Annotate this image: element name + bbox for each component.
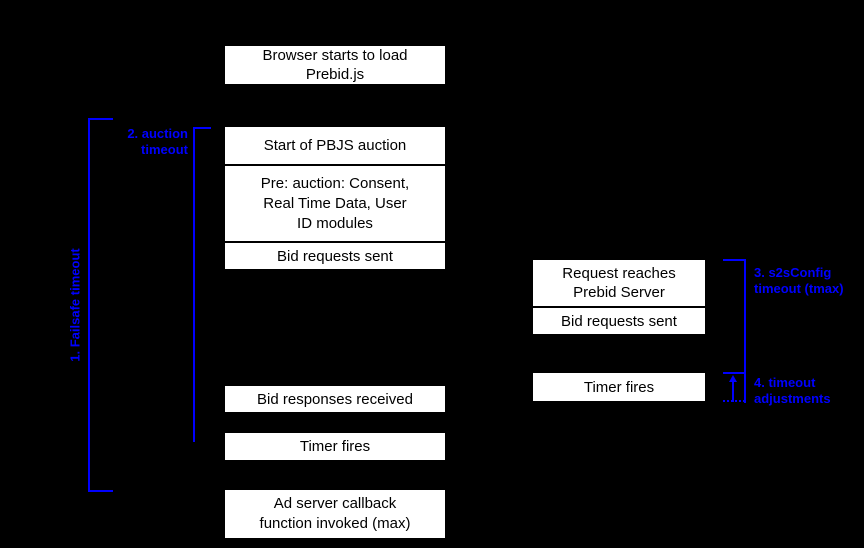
failsafe-timeout-label: 1. Failsafe timeout (67, 248, 83, 362)
arrow-up-head-icon (729, 375, 737, 382)
box-bid-requests-sent-server: Bid requests sent (533, 308, 705, 334)
failsafe-bracket-line (88, 118, 90, 492)
box-pre-auction-modules: Pre: auction: Consent, Real Time Data, U… (225, 166, 445, 241)
failsafe-bracket-top-tick (88, 118, 113, 120)
auction-timeout-label: 2. auction timeout (127, 126, 188, 157)
auction-bracket-line (193, 127, 195, 442)
box-start-of-pbjs-auction: Start of PBJS auction (225, 127, 445, 164)
arrow-up-icon (732, 381, 734, 402)
s2sconfig-timeout-label: 3. s2sConfig timeout (tmax) (754, 265, 844, 296)
box-timer-fires-client: Timer fires (225, 433, 445, 460)
s2s-bracket-top-tick (723, 259, 746, 261)
box-bid-responses-received: Bid responses received (225, 386, 445, 412)
box-ad-server-callback: Ad server callback function invoked (max… (225, 490, 445, 538)
s2s-bracket-line (744, 259, 746, 403)
failsafe-bracket-bottom-tick (88, 490, 113, 492)
box-browser-starts-load: Browser starts to load Prebid.js (225, 46, 445, 84)
timeout-adjustments-label: 4. timeout adjustments (754, 375, 831, 406)
box-request-reaches-prebid-server: Request reaches Prebid Server (533, 260, 705, 306)
s2s-bracket-mid-tick (723, 372, 746, 374)
box-bid-requests-sent: Bid requests sent (225, 243, 445, 269)
timeout-adjustment-dotted-line (723, 400, 745, 402)
box-timer-fires-server: Timer fires (533, 373, 705, 401)
auction-bracket-top-tick (193, 127, 211, 129)
